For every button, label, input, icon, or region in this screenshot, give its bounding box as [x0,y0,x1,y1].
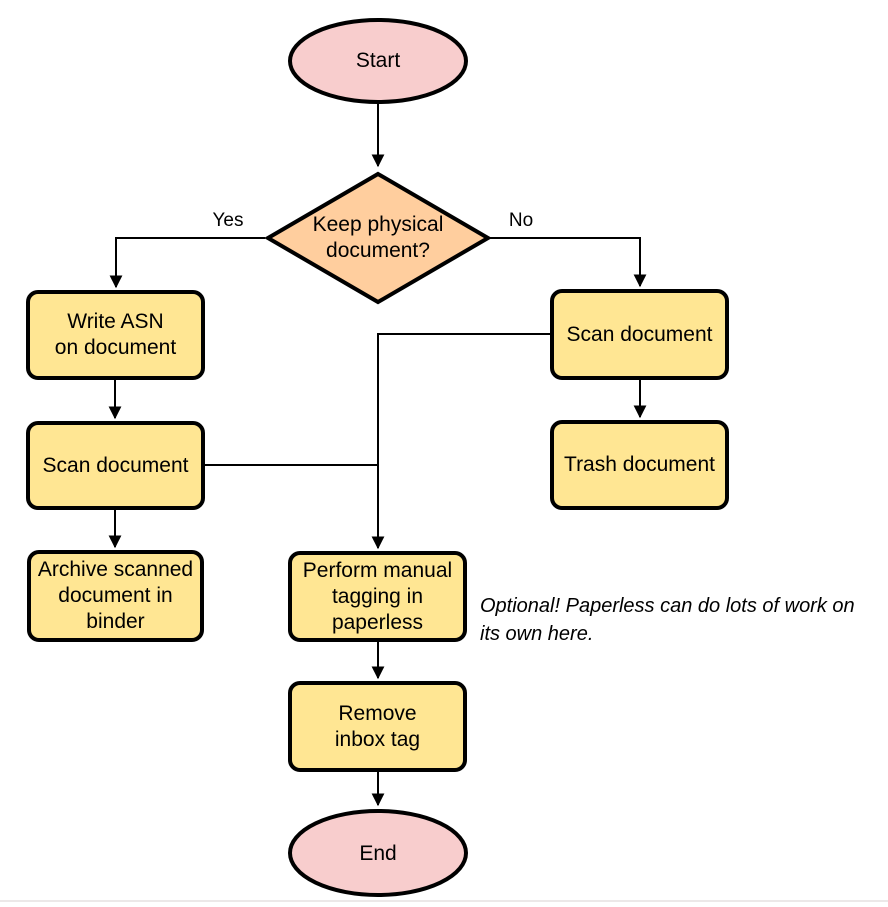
archive-shape [27,550,204,642]
edge-scan-right-to-tagging [371,333,552,550]
page-bottom-divider [0,900,888,902]
remove-inbox-shape [288,681,467,772]
scan-right-shape [550,289,729,380]
decision-diamond-shape [264,171,492,305]
trash-shape [550,420,729,510]
tagging-shape [288,551,467,642]
write-asn-shape [26,290,205,380]
scan-left-shape [26,421,205,510]
edge-decision-no-to-scan-right [490,237,647,288]
end-terminal-shape [288,809,468,897]
edge-decision-yes-to-write-asn [109,237,265,289]
start-terminal-shape [288,18,468,104]
